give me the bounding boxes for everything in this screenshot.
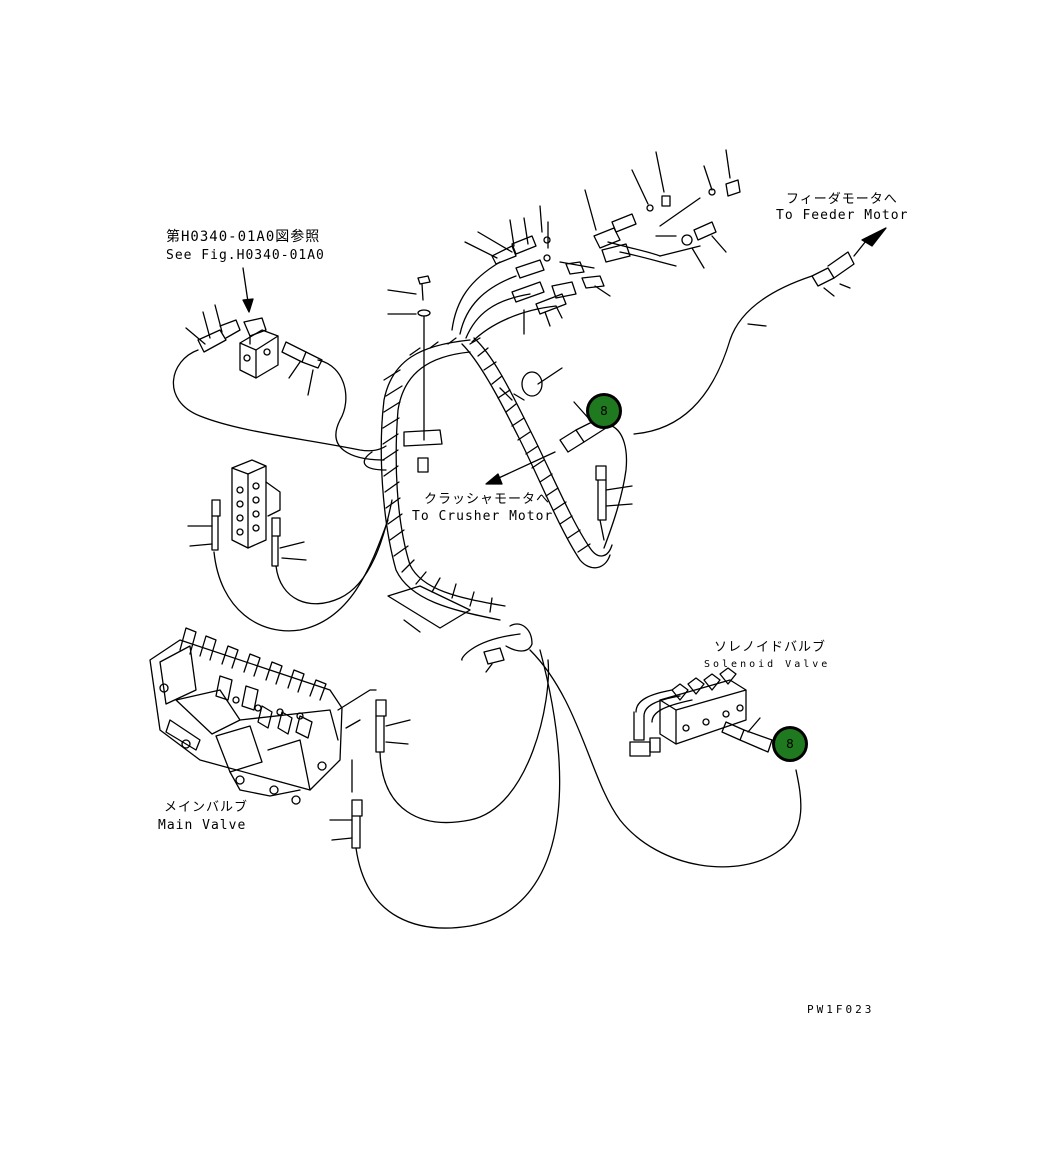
solenoid-valve-label-jp: ソレノイドバルブ	[714, 640, 827, 655]
top-fittings-cluster	[464, 149, 741, 335]
see-fig-label-en: See Fig.H0340-01A0	[166, 248, 325, 263]
solenoid-valve-label-en: Solenoid Valve	[704, 659, 831, 670]
left-port-block	[239, 317, 279, 379]
main-valve-label-en: Main Valve	[158, 818, 247, 833]
see-fig-arrow	[242, 267, 254, 313]
crusher-motor-label-jp: クラッシャモータへ	[424, 492, 551, 507]
main-hose-bundle	[380, 337, 533, 652]
main-valve-hoses	[329, 649, 561, 929]
see-fig-label-jp: 第H0340-01A0図参照	[166, 229, 321, 245]
main-valve-label-jp: メインバルブ	[164, 800, 249, 815]
feeder-motor-label-jp: フィーダモータへ	[786, 192, 898, 207]
part-callout-8-lower[interactable]: 8	[772, 726, 808, 762]
bolt-assembly	[387, 275, 431, 473]
feeder-hose	[633, 227, 887, 435]
main-valve-body	[149, 627, 377, 805]
part-callout-8-upper[interactable]: 8	[586, 393, 622, 429]
drawing-code: PW1F023	[807, 1003, 875, 1016]
upper-hoses	[451, 197, 701, 343]
crusher-hose-bundle	[461, 337, 613, 569]
left-small-fittings	[185, 304, 323, 396]
middle-left-block	[187, 459, 393, 632]
crusher-motor-label-en: To Crusher Motor	[412, 509, 554, 524]
left-loop-hose	[172, 349, 387, 471]
solenoid-valve-body	[629, 667, 773, 757]
solenoid-hoses	[403, 619, 802, 868]
feeder-motor-label-en: To Feeder Motor	[776, 208, 909, 223]
